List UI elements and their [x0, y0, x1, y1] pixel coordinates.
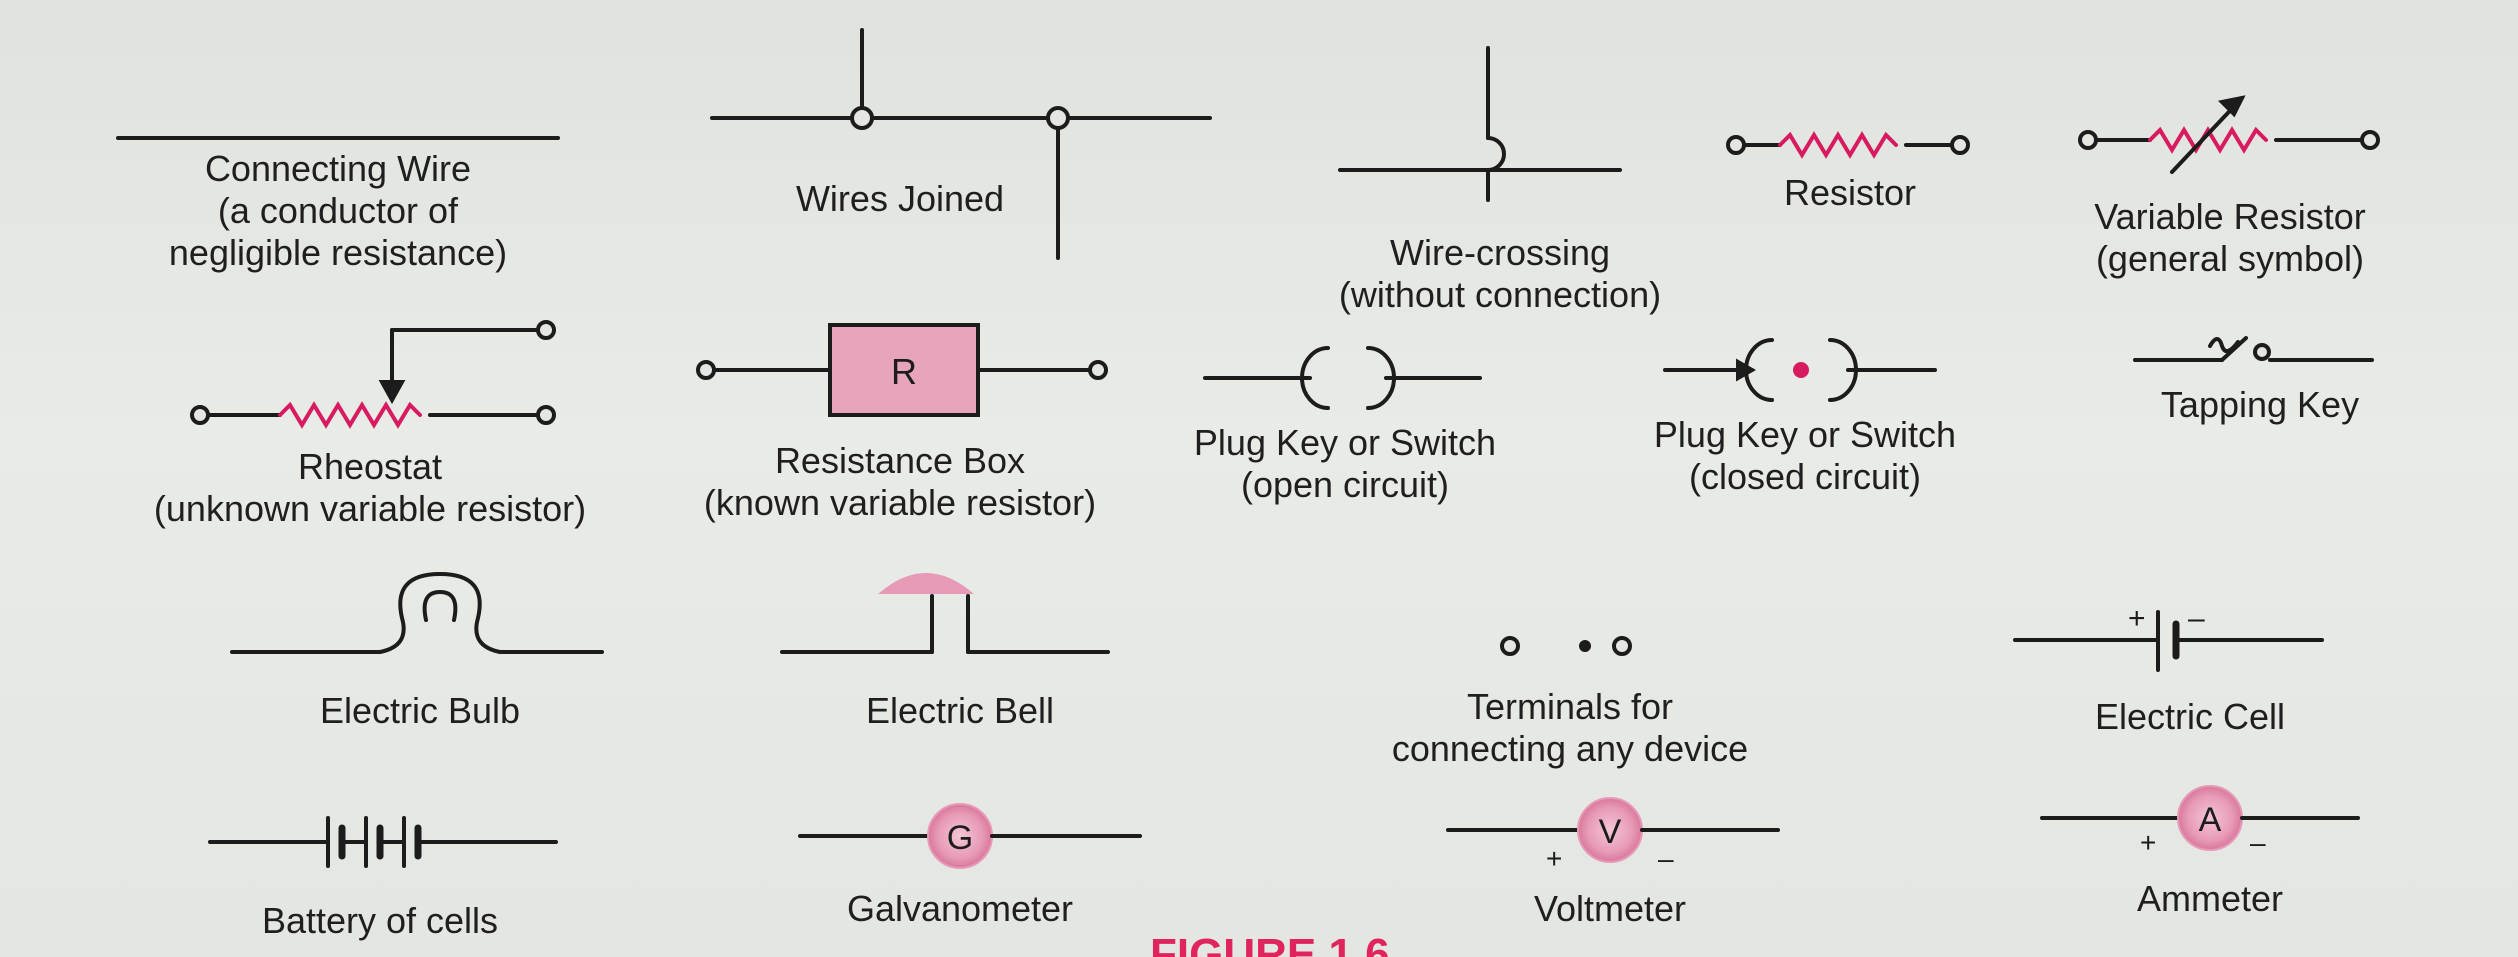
terminals-symbol [1500, 636, 1632, 656]
battery-label: Battery of cells [261, 900, 499, 941]
wires-joined-label: Wires Joined [795, 178, 1005, 219]
figure-caption: FIGURE 1.6 [1150, 930, 1390, 957]
ammeter-label: Ammeter [2136, 878, 2284, 919]
voltmeter-label: Voltmeter [1533, 888, 1687, 929]
resistance-box-label: Resistance Box (known variable resistor) [703, 440, 1097, 523]
rheostat-label: Rheostat (unknown variable resistor) [153, 446, 587, 529]
variable-resistor-symbol [2078, 95, 2380, 174]
terminals-label: Terminals for connecting any device [1391, 686, 1749, 769]
plug-key-open-label: Plug Key or Switch (open circuit) [1193, 422, 1497, 505]
ammeter-plus-sign: + [2140, 827, 2156, 858]
electric-bell-symbol [780, 573, 1110, 654]
electric-bulb-label: Electric Bulb [319, 690, 521, 731]
resistance-box-symbol [696, 323, 1108, 417]
connecting-wire-label: Connecting Wire (a conductor of negligib… [168, 148, 508, 273]
electric-bell-label: Electric Bell [865, 690, 1055, 731]
plug-key-closed-label: Plug Key or Switch (closed circuit) [1653, 414, 1957, 497]
rheostat-symbol [190, 320, 556, 429]
resistance-box-glyph: R [891, 351, 917, 392]
ammeter-glyph: A [2199, 801, 2222, 839]
resistor-label: Resistor [1783, 172, 1917, 213]
wire-crossing-symbol [1338, 46, 1622, 202]
electric-cell-symbol [2013, 610, 2324, 672]
voltmeter-minus-sign: – [1658, 843, 1674, 874]
plug-key-closed-symbol [1663, 338, 1937, 402]
resistor-symbol [1726, 131, 1970, 159]
voltmeter-glyph: V [1599, 813, 1622, 851]
wire-crossing-label: Wire-crossing (without connection) [1338, 232, 1662, 315]
tapping-key-symbol [2133, 336, 2374, 362]
wires-joined-symbol [710, 28, 1212, 260]
galvanometer-glyph: G [947, 819, 973, 857]
battery-symbol [208, 816, 558, 868]
galvanometer-symbol [798, 803, 1142, 869]
voltmeter-plus-sign: + [1546, 843, 1562, 874]
variable-resistor-label: Variable Resistor (general symbol) [2094, 196, 2366, 279]
cell-plus-sign: + [2128, 602, 2146, 635]
cell-minus-sign: – [2188, 602, 2205, 635]
tapping-key-label: Tapping Key [2160, 384, 2360, 425]
ammeter-minus-sign: – [2250, 827, 2266, 858]
ammeter-symbol [2040, 785, 2360, 851]
electric-bulb-symbol [230, 571, 604, 654]
galvanometer-label: Galvanometer [846, 888, 1074, 929]
voltmeter-symbol [1446, 797, 1780, 863]
electric-cell-label: Electric Cell [2094, 696, 2286, 737]
plug-key-open-symbol [1203, 346, 1482, 410]
